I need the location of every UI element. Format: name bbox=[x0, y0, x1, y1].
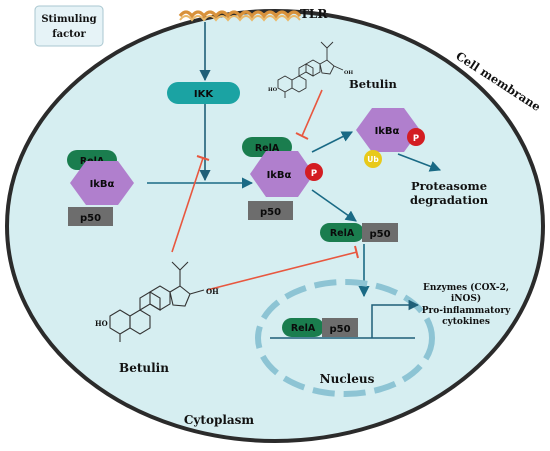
ubiquitin-label: Ub bbox=[367, 155, 379, 164]
rela-center-label: RelA bbox=[255, 143, 280, 154]
proinflam-label-1: Pro-inflammatory bbox=[422, 306, 511, 316]
ikk-node bbox=[167, 82, 240, 104]
betulin-bottom-label: Betulin bbox=[119, 361, 169, 375]
betulin-structure-top-icon bbox=[277, 41, 344, 98]
phospho-degraded-label: P bbox=[413, 134, 419, 144]
ikk-label: IKK bbox=[194, 89, 214, 100]
proinflam-label-2: cytokines bbox=[442, 317, 490, 327]
phospho-degraded bbox=[407, 128, 425, 146]
ikba-center-label: IkBα bbox=[267, 170, 292, 181]
ikba-degraded-label: IkBα bbox=[375, 126, 400, 137]
p50-free bbox=[362, 223, 398, 242]
p50-center-label: p50 bbox=[260, 207, 281, 218]
nucleus bbox=[255, 279, 435, 397]
betulin-bottom-ho: HO bbox=[95, 319, 108, 328]
betulin-structure-bottom-icon bbox=[109, 261, 205, 342]
stimulating-factor-box bbox=[34, 5, 104, 47]
cytoplasm-label: Cytoplasm bbox=[184, 413, 255, 427]
rela-nuclear-label: RelA bbox=[291, 323, 316, 334]
stimulating-factor-label-1: Stimuling bbox=[41, 14, 96, 25]
rela-free-label: RelA bbox=[330, 228, 355, 239]
ubiquitin-marker bbox=[364, 150, 382, 168]
phospho-center bbox=[305, 163, 323, 181]
phospho-center-label: P bbox=[311, 169, 317, 179]
betulin-bottom-oh: OH bbox=[206, 287, 219, 296]
transcription-arrow bbox=[371, 299, 420, 338]
p50-center bbox=[248, 201, 293, 220]
stimulating-factor-label-2: factor bbox=[52, 29, 86, 40]
arrow-to-free-nfkb bbox=[311, 189, 357, 222]
inhibit-bar-top bbox=[295, 132, 309, 140]
proteasome-label-1: Proteasome bbox=[411, 179, 487, 193]
p50-left-label: p50 bbox=[80, 213, 101, 224]
betulin-inhibits-ikba-phosphorylation bbox=[301, 89, 323, 137]
betulin-inhibits-nfkb-translocation bbox=[206, 251, 358, 291]
betulin-top-oh: OH bbox=[344, 70, 353, 76]
ikba-degraded bbox=[356, 108, 420, 152]
p50-left bbox=[68, 207, 113, 226]
ikba-left bbox=[70, 161, 134, 205]
p50-nuclear bbox=[322, 318, 358, 337]
enzymes-label-2: iNOS) bbox=[451, 293, 481, 304]
enzymes-label-1: Enzymes (COX-2, bbox=[423, 282, 509, 293]
rela-free bbox=[320, 223, 364, 242]
p50-nuclear-label: p50 bbox=[329, 324, 350, 335]
betulin-top-label: Betulin bbox=[349, 77, 397, 91]
betulin-top-ho: HO bbox=[268, 87, 278, 93]
arrow-to-proteasome bbox=[397, 153, 442, 172]
nucleus-label: Nucleus bbox=[320, 372, 375, 386]
tlr-receptor-icon bbox=[178, 10, 302, 22]
inhibit-bar-nfkb bbox=[354, 245, 359, 259]
proteasome-label-2: degradation bbox=[410, 193, 489, 207]
ikba-center bbox=[250, 151, 314, 197]
arrow-to-degradation-complex bbox=[311, 131, 354, 153]
betulin-inhibits-ikk bbox=[171, 157, 204, 253]
p50-free-label: p50 bbox=[369, 229, 390, 240]
rela-nuclear bbox=[282, 318, 324, 337]
ikba-left-label: IkBα bbox=[90, 179, 115, 190]
inhibit-bar-ikk bbox=[196, 155, 210, 161]
tlr-label: TLR bbox=[300, 7, 328, 21]
